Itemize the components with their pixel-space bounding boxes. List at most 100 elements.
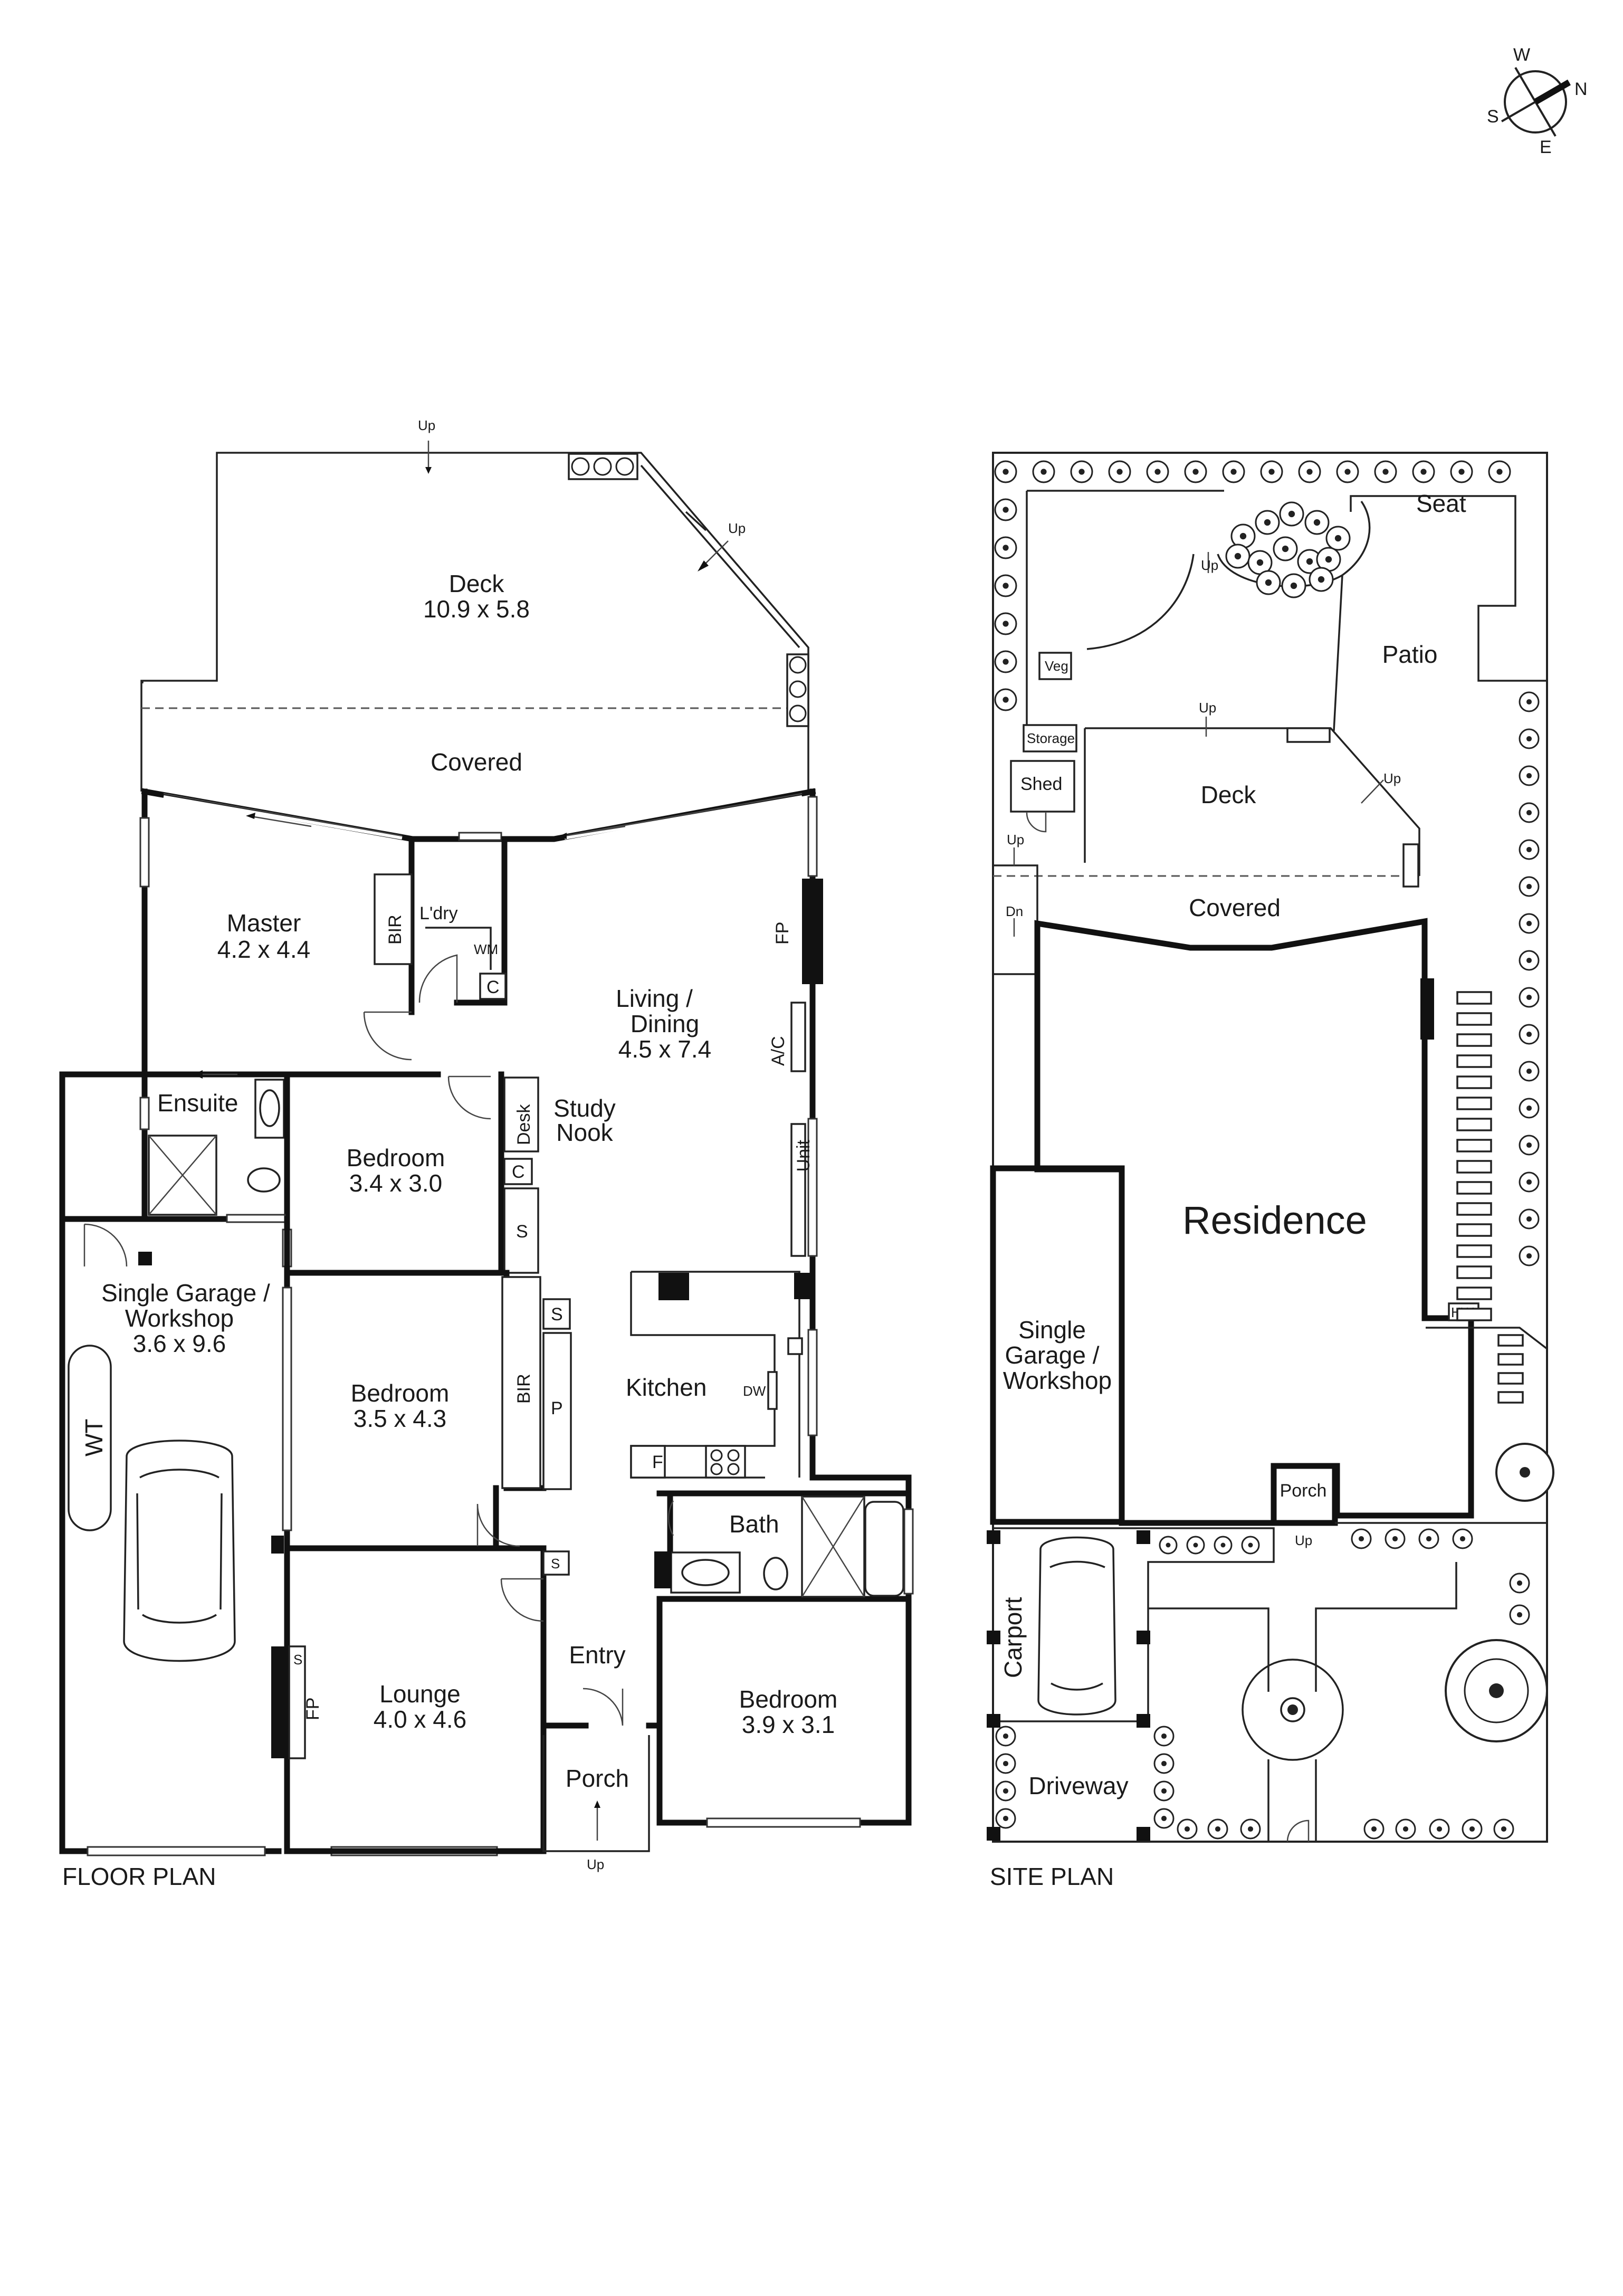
shrub-centre [1247, 1826, 1254, 1832]
rear-slider-left [163, 795, 403, 840]
shrub-centre [1003, 1788, 1009, 1794]
shrub-centre [1459, 1536, 1466, 1542]
living-dims: 4.5 x 7.4 [618, 1035, 711, 1063]
step [1456, 1075, 1492, 1089]
shrub-centre [1526, 736, 1532, 742]
fp-lounge-label: FP [303, 1698, 323, 1720]
bath-walls [656, 1490, 912, 1602]
step [1497, 1353, 1524, 1366]
shrub-centre [1458, 469, 1465, 475]
bedroom3-dims: 3.9 x 3.1 [742, 1711, 835, 1738]
front-paths [1148, 1562, 1457, 1692]
shrub-centre [1161, 1788, 1167, 1794]
shrub-centre [1256, 559, 1264, 566]
pantry [542, 1332, 572, 1490]
fridge [630, 1445, 666, 1479]
shed-label: Shed [1020, 774, 1062, 794]
garage-label-line2: Workshop [125, 1304, 234, 1332]
shrub-centre [1526, 1105, 1532, 1111]
site-plan-title: SITE PLAN [990, 1863, 1114, 1890]
shrub-centre [1265, 579, 1272, 586]
shrub-centre [1003, 1760, 1009, 1767]
laundry-cupboard [479, 973, 507, 1000]
shrub-centre [1154, 469, 1161, 475]
bath-window [903, 1508, 914, 1595]
bathtub [864, 1501, 904, 1597]
laundry-wall [454, 836, 508, 1006]
pantry-label: P [551, 1398, 563, 1418]
walkway-dn-label: Dn [1006, 903, 1023, 919]
slider-arrow-left [247, 815, 312, 827]
side-path [1426, 1327, 1548, 1350]
step [1456, 1308, 1492, 1321]
bedroom3-label: Bedroom [739, 1685, 838, 1713]
carport-post-5 [987, 1714, 1000, 1728]
shrub-centre [1526, 846, 1532, 853]
laundry-window [458, 832, 502, 841]
entry-s-label: S [551, 1556, 560, 1571]
shrub-centre [1382, 469, 1389, 475]
floor-plan: Up Up Deck 10.9 x 5.8 Covered [59, 417, 914, 1890]
covered-label: Covered [431, 748, 522, 776]
deck-top-arrowhead [425, 467, 432, 474]
shrub-centre [1239, 532, 1247, 540]
floor-plan-title: FLOOR PLAN [62, 1863, 216, 1890]
shrub-centre [1193, 1542, 1198, 1548]
kitchen-rangehood [658, 1273, 689, 1300]
garage-dims: 3.6 x 9.6 [133, 1330, 226, 1357]
front-feature-centre [1287, 1704, 1298, 1715]
ensuite-toilet [247, 1167, 281, 1193]
site-boundary [992, 452, 1548, 1843]
garage-label-line1: Single Garage / [101, 1279, 270, 1307]
bath-label: Bath [729, 1510, 779, 1538]
lawn-curve [1086, 554, 1195, 650]
front-gate [1286, 1819, 1310, 1842]
step [1456, 1160, 1492, 1174]
step [1497, 1391, 1524, 1404]
site-garage-line1: Single [1018, 1316, 1086, 1344]
front-path-lower [1267, 1759, 1317, 1842]
site-deck-outline [1084, 727, 1420, 876]
site-deck-up-top: Up [1199, 700, 1216, 716]
porch-up-label: Up [587, 1856, 604, 1872]
garage-front-door [87, 1846, 266, 1856]
compass-west-label: W [1513, 45, 1530, 65]
carport-post-4 [1137, 1631, 1150, 1644]
porch-arrowhead [594, 1800, 600, 1808]
fridge-label: F [652, 1452, 663, 1472]
compass: W N S E [1487, 45, 1588, 157]
shrub-centre [1371, 1826, 1377, 1832]
living-label-line1: Living / [616, 985, 693, 1012]
shrub-centre [1392, 1536, 1398, 1542]
shrub-centre [1436, 1826, 1443, 1832]
shrub-centre [1526, 699, 1532, 705]
site-deck-pots-2 [1402, 843, 1419, 888]
shrub-centre [1003, 621, 1009, 627]
linen-s [542, 1298, 571, 1330]
shrub-centre [1516, 1612, 1523, 1618]
shrub-centre [1161, 1760, 1167, 1767]
bedroom2-label: Bedroom [351, 1379, 450, 1407]
slider-arrow-right [564, 825, 626, 837]
step [1456, 1244, 1492, 1258]
rear-slider-right [564, 795, 803, 840]
step [1456, 1033, 1492, 1047]
study-c-label: C [512, 1162, 525, 1182]
carport-car [1037, 1536, 1116, 1716]
garden-up-label: Up [1201, 557, 1218, 573]
side-steps [1456, 991, 1524, 1404]
garden-edges [1026, 490, 1547, 728]
linen-s-label: S [551, 1304, 563, 1325]
site-garage [990, 1165, 1125, 1525]
step [1456, 1202, 1492, 1216]
shrub-centre [1234, 552, 1242, 560]
site-side-post [1420, 978, 1434, 1040]
deck-label: Deck [449, 570, 505, 597]
shrub-centre [1264, 519, 1271, 526]
veg-label: Veg [1045, 658, 1068, 674]
driveway-post-2 [987, 1827, 1000, 1841]
shrub-centre [1003, 507, 1009, 513]
living-label-line2: Dining [631, 1010, 699, 1037]
rear-glass-left [163, 793, 403, 837]
entry-s [542, 1550, 570, 1576]
